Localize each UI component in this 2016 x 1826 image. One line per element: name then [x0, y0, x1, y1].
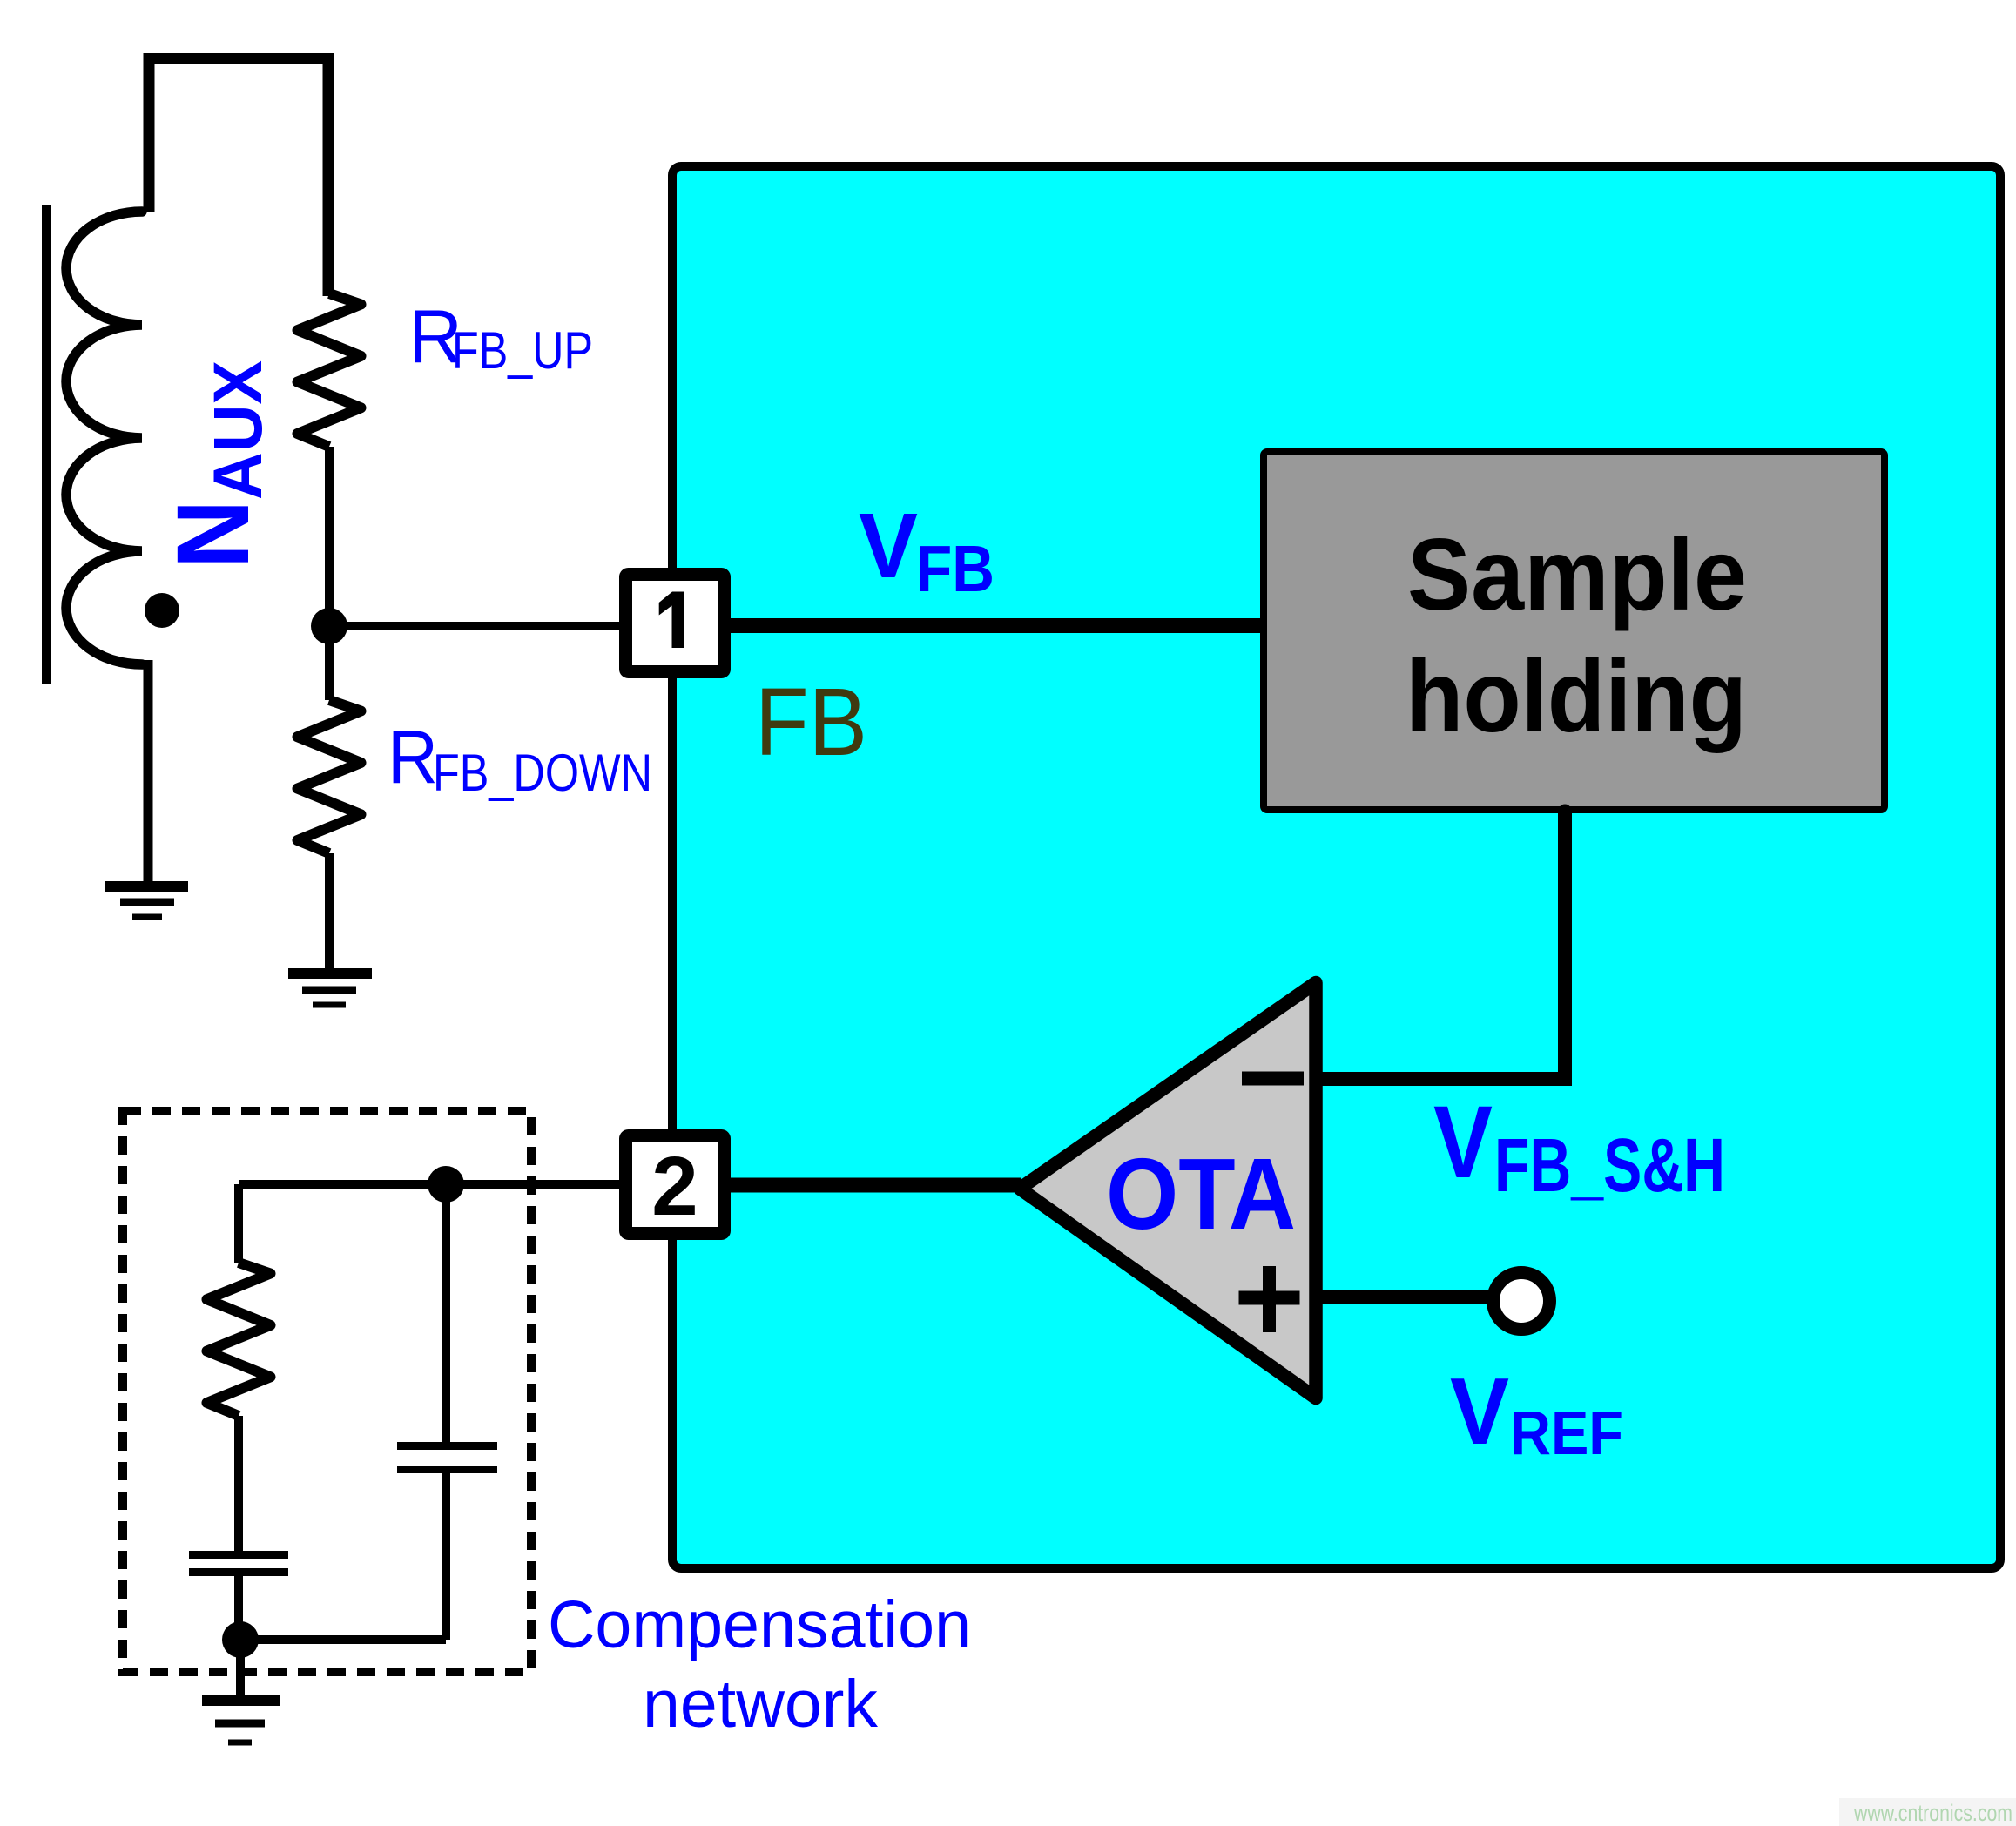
- svg-text:V: V: [859, 495, 918, 597]
- svg-text:FB_S&H: FB_S&H: [1494, 1123, 1725, 1208]
- svg-text:V: V: [1433, 1085, 1493, 1200]
- svg-text:holding: holding: [1406, 639, 1747, 753]
- svg-text:Compensation: Compensation: [548, 1587, 971, 1662]
- svg-text:FB_UP: FB_UP: [452, 321, 593, 380]
- svg-text:network: network: [643, 1667, 878, 1742]
- svg-text:OTA: OTA: [1106, 1137, 1296, 1250]
- svg-text:REF: REF: [1510, 1399, 1623, 1468]
- svg-text:N: N: [156, 500, 271, 569]
- svg-text:Sample: Sample: [1407, 517, 1747, 631]
- svg-text:R: R: [408, 295, 462, 379]
- svg-text:R: R: [388, 716, 438, 799]
- svg-text:2: 2: [651, 1140, 698, 1233]
- svg-text:V: V: [1450, 1358, 1509, 1465]
- svg-text:FB: FB: [916, 532, 995, 605]
- svg-text:AUX: AUX: [199, 360, 276, 500]
- svg-text:www.cntronics.com: www.cntronics.com: [1853, 1800, 2013, 1826]
- svg-text:FB: FB: [755, 669, 867, 776]
- svg-text:FB_DOWN: FB_DOWN: [433, 744, 652, 802]
